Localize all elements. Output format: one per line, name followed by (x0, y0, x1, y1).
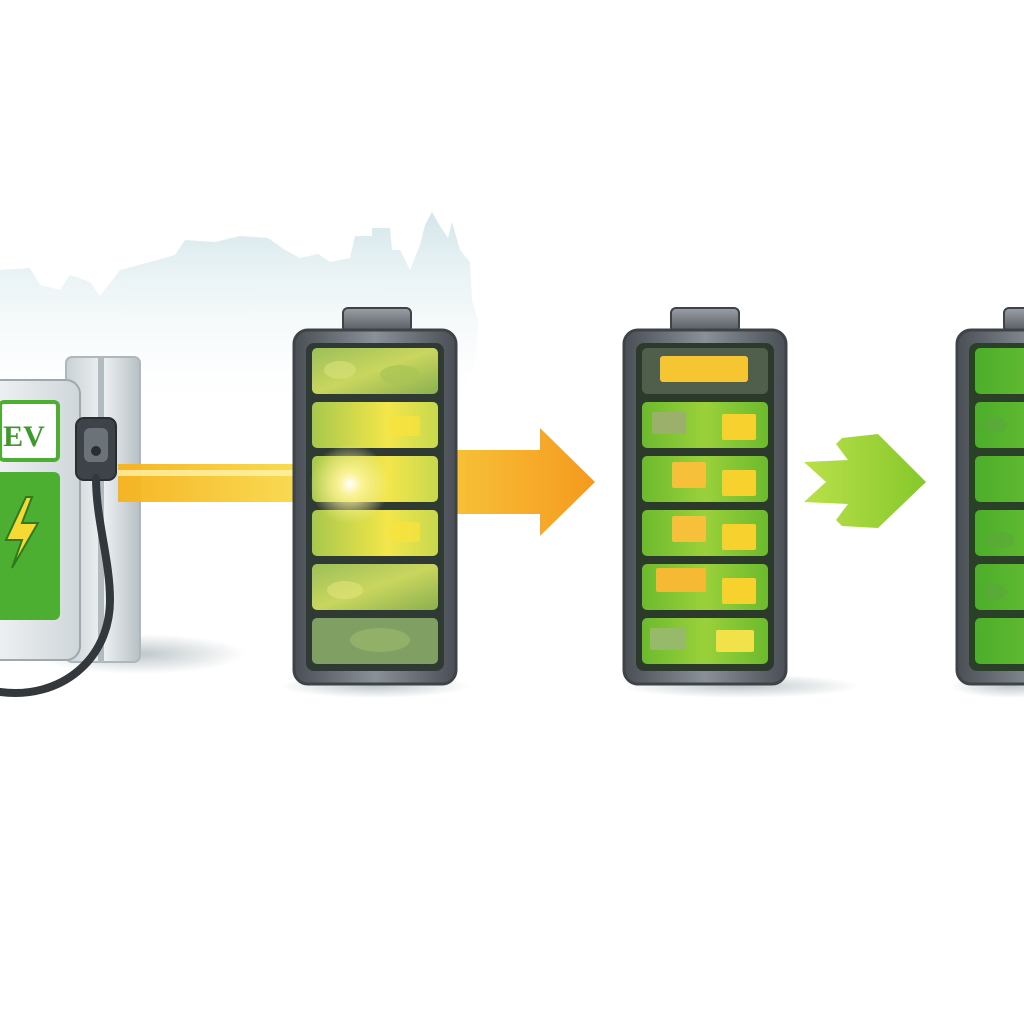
battery-1 (280, 307, 470, 698)
ev-label-panel (0, 400, 60, 462)
battery-3 (950, 307, 1024, 698)
charging-cable (0, 474, 115, 697)
battery-cell (975, 618, 1024, 664)
battery-cells (975, 348, 1024, 664)
battery-terminal (342, 307, 412, 333)
battery-cell (975, 348, 1024, 394)
battery-terminal (670, 307, 740, 333)
ev-label: EV (3, 420, 45, 453)
transition-arrow (804, 434, 926, 528)
battery-cell (975, 456, 1024, 502)
lightning-bolt-icon (4, 496, 40, 569)
battery-cell (312, 402, 438, 448)
charging-station: EV (0, 356, 245, 697)
battery-terminal (1003, 307, 1024, 333)
battery-cells (642, 348, 768, 664)
charger-screen (0, 472, 60, 620)
battery-2 (620, 307, 860, 698)
charge-glow (310, 444, 390, 524)
